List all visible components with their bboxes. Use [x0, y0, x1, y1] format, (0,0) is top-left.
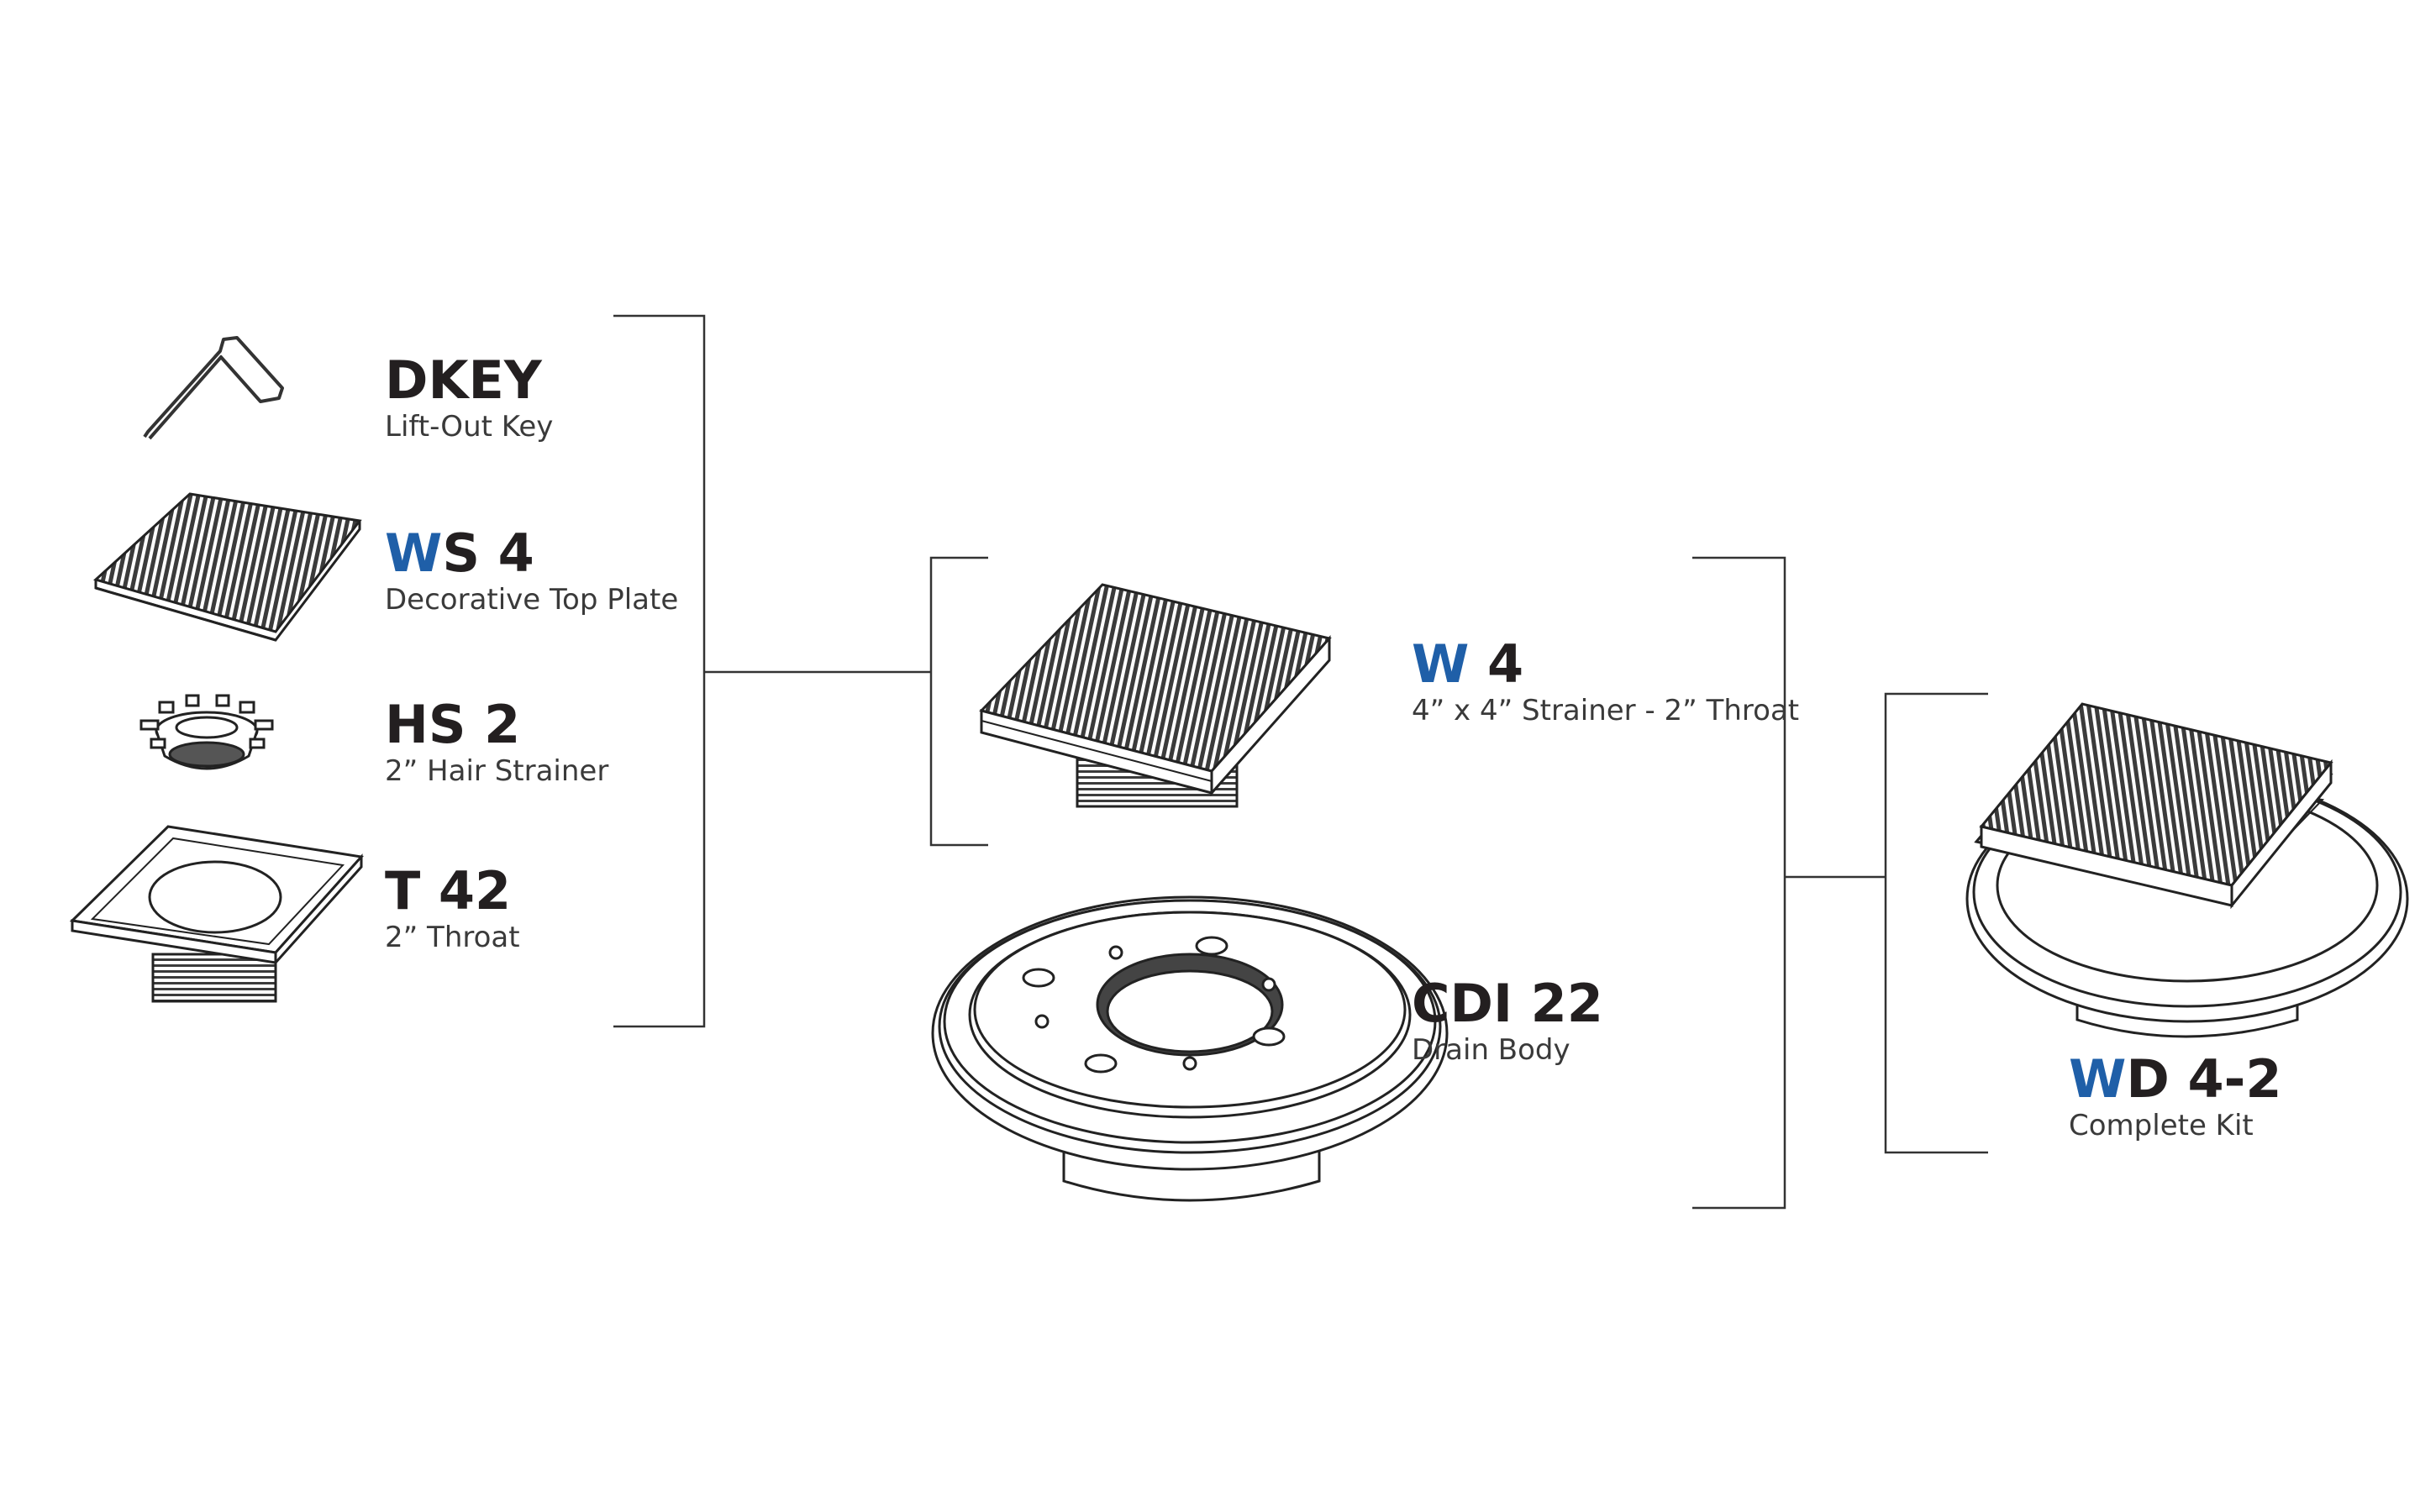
drain-body-icon — [931, 895, 1449, 1202]
assembly-description: 4” x 4” Strainer - 2” Throat — [1412, 694, 1800, 727]
kit-wd42: WD 4-2 Complete Kit — [2069, 1048, 2282, 1143]
assembly-code: CDI 22 — [1412, 973, 1603, 1034]
throat-icon — [69, 825, 364, 1003]
assembly-code: W 4 — [1412, 633, 1524, 695]
complete-kit-icon — [1965, 702, 2409, 1038]
strainer-assembly-icon — [979, 583, 1332, 808]
hair-strainer-icon — [139, 694, 274, 770]
kit-description: Complete Kit — [2069, 1109, 2254, 1142]
components-bracket — [613, 314, 931, 1028]
component-code: HS 2 — [385, 694, 521, 755]
top-plate-icon — [93, 492, 362, 642]
assembly-w4: W 4 4” x 4” Strainer - 2” Throat — [1412, 633, 1800, 728]
component-ws4: WS 4 Decorative Top Plate — [385, 524, 678, 617]
strainer-bracket — [929, 556, 988, 847]
assembly-description: Drain Body — [1412, 1033, 1570, 1067]
component-code: DKEY — [385, 349, 542, 411]
component-dkey: DKEY Lift-Out Key — [385, 351, 553, 444]
lift-out-key-icon — [143, 336, 284, 440]
component-description: 2” Hair Strainer — [385, 754, 609, 788]
component-code: WS 4 — [385, 522, 534, 584]
component-description: Lift-Out Key — [385, 410, 554, 444]
component-description: Decorative Top Plate — [385, 583, 679, 617]
assembly-bracket — [1692, 556, 1886, 1210]
component-t42: T 42 2” Throat — [385, 860, 520, 955]
assembly-cdi22: CDI 22 Drain Body — [1412, 973, 1603, 1068]
kit-bracket — [1884, 692, 1988, 1154]
component-hs2: HS 2 2” Hair Strainer — [385, 694, 609, 789]
kit-code: WD 4-2 — [2069, 1048, 2282, 1110]
component-code: T 42 — [385, 860, 512, 921]
component-description: 2” Throat — [385, 921, 520, 954]
